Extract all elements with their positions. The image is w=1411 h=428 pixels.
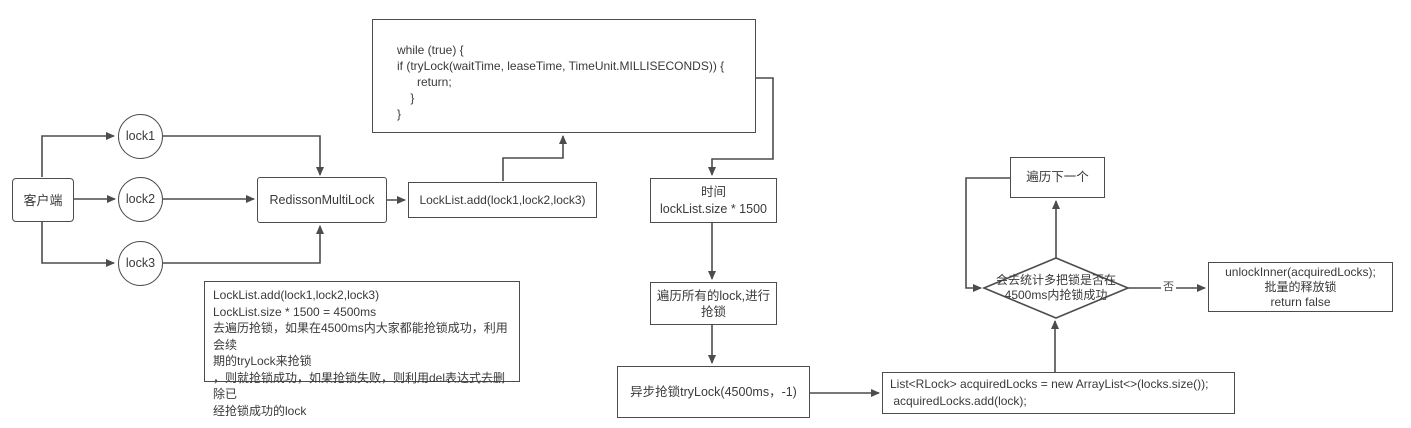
unlock-line2: 批量的释放锁: [1264, 279, 1337, 294]
lock3-node: lock3: [118, 241, 163, 286]
acquiredlocks-lines: List<RLock> acquiredLocks = new ArrayLis…: [883, 373, 1215, 413]
client-label: 客户端: [23, 192, 63, 208]
unlock-line1: unlockInner(acquiredLocks);: [1225, 264, 1376, 279]
code-lines: while (true) { if (tryLock(waitTime, lea…: [373, 20, 724, 122]
decision-label-line1: 会去统计多把锁是否在: [995, 273, 1116, 287]
code-node: while (true) { if (tryLock(waitTime, lea…: [372, 19, 756, 133]
locklist-label: LockList.add(lock1,lock2,lock3): [419, 192, 586, 207]
iterate-node: 遍历所有的lock,进行 抢锁: [650, 282, 777, 325]
note-node: LockList.add(lock1,lock2,lock3) LockList…: [204, 281, 520, 418]
client-node: 客户端: [12, 178, 74, 222]
note-line: LockList.size * 1500 = 4500ms: [213, 304, 377, 319]
edge-lock3-multilock: [163, 225, 324, 264]
next-iteration-node: 遍历下一个: [1010, 157, 1105, 198]
time-node: 时间 lockList.size * 1500: [650, 178, 777, 223]
note-line: LockList.add(lock1,lock2,lock3): [213, 288, 380, 302]
edge-lock1-multilock: [163, 135, 324, 176]
note-line: 期的tryLock来抢锁: [213, 354, 312, 368]
code-line: }: [397, 91, 415, 105]
code-line: }: [397, 107, 402, 121]
edge-client-lock3: [41, 222, 115, 267]
unlock-node: unlockInner(acquiredLocks); 批量的释放锁 retur…: [1208, 262, 1393, 312]
locklist-node: LockList.add(lock1,lock2,lock3): [408, 182, 597, 218]
code-line: return;: [397, 75, 452, 89]
time-label-line1: 时间: [700, 184, 726, 199]
async-trylock-node: 异步抢锁tryLock(4500ms，-1): [617, 366, 810, 418]
note-line: ，则就抢锁成功，如果抢锁失败，则利用del表达式去删除已: [213, 370, 506, 402]
edge-client-lock1: [41, 132, 115, 177]
time-label-line2: lockList.size * 1500: [659, 201, 767, 216]
acquiredlocks-line2: acquiredLocks.add(lock);: [890, 394, 1027, 408]
async-trylock-label: 异步抢锁tryLock(4500ms，-1): [630, 384, 797, 399]
lock3-label: lock3: [125, 256, 156, 270]
lock2-label: lock2: [125, 192, 156, 206]
lock1-node: lock1: [118, 114, 163, 159]
multilock-node: RedissonMultiLock: [257, 177, 387, 223]
multilock-label: RedissonMultiLock: [269, 192, 375, 207]
note-lines: LockList.add(lock1,lock2,lock3) LockList…: [205, 282, 519, 424]
unlock-line3: return false: [1270, 294, 1331, 309]
next-iteration-label: 遍历下一个: [1026, 170, 1089, 184]
edge-label-no: 否: [1161, 281, 1176, 293]
edge-code-time: [708, 77, 774, 176]
decision-label-line2: 4500ms内抢锁成功: [1004, 288, 1108, 302]
lock1-label: lock1: [125, 129, 156, 143]
code-line: while (true) {: [397, 43, 464, 57]
edge-next-decision-loop: [965, 177, 1010, 292]
acquiredlocks-node: List<RLock> acquiredLocks = new ArrayLis…: [882, 372, 1235, 414]
note-line: 经抢锁成功的lock: [213, 403, 307, 418]
edge-locklist-code: [502, 135, 567, 181]
iterate-label-line1: 遍历所有的lock,进行: [656, 288, 771, 303]
lock2-node: lock2: [118, 177, 163, 222]
decision-diamond-shape: [981, 257, 1131, 319]
acquiredlocks-line1: List<RLock> acquiredLocks = new ArrayLis…: [890, 377, 1209, 391]
decision-label: 会去统计多把锁是否在 4500ms内抢锁成功: [984, 258, 1128, 318]
iterate-label-line2: 抢锁: [700, 304, 726, 319]
note-line: 去遍历抢锁，如果在4500ms内大家都能抢锁成功，利用会续: [213, 321, 508, 352]
code-line: if (tryLock(waitTime, leaseTime, TimeUni…: [397, 59, 725, 73]
